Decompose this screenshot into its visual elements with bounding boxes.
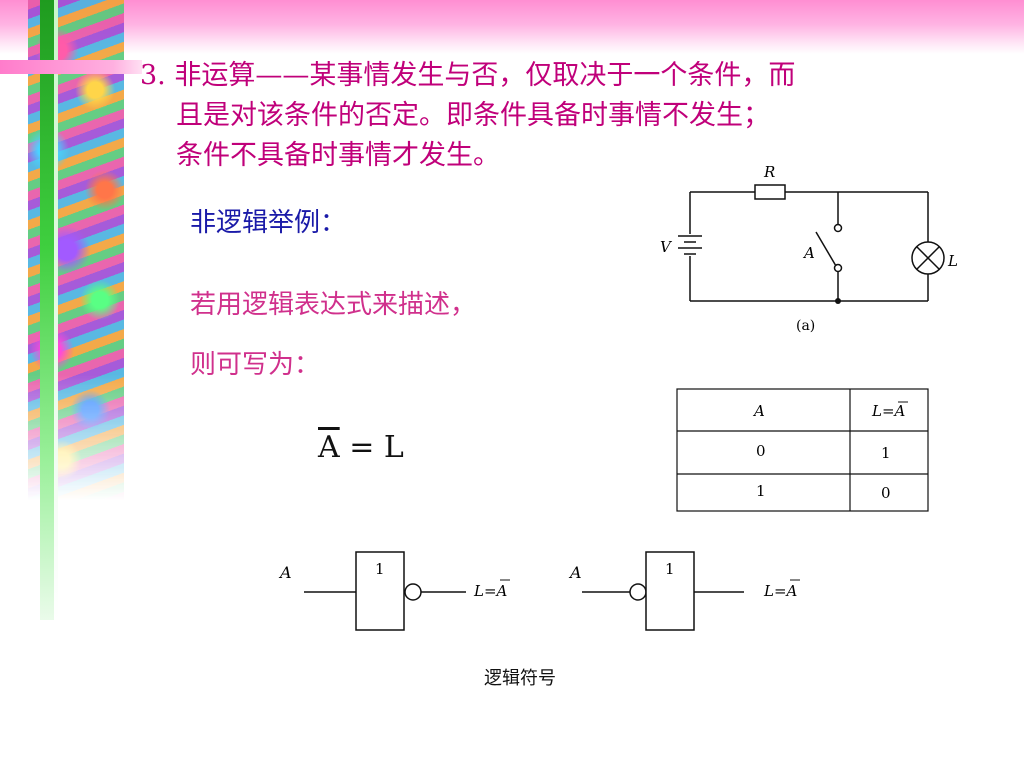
definition-line-3: 条件不具备时事情才发生。 (176, 140, 500, 171)
not-gate-output-bubble (304, 551, 466, 631)
battery (678, 235, 702, 255)
lamp-label: L (947, 252, 958, 270)
definition-line-2: 且是对该条件的否定。即条件具备时事情不发生； (176, 100, 770, 131)
gate1-input-label: A (278, 563, 292, 582)
table-header-a: A (752, 402, 765, 420)
gate2-input-label: A (568, 563, 582, 582)
gate1-box-label: 1 (375, 560, 385, 578)
logic-expression: A = L (318, 430, 404, 465)
description-line-2: 则可写为： (190, 350, 321, 380)
pink-horizontal-bar (0, 60, 142, 74)
table-cell: 0 (881, 484, 891, 502)
table-cell: 0 (756, 442, 766, 460)
gate1-output-label: L=A (473, 582, 508, 600)
section-number: 3. (140, 60, 166, 91)
not-gate-input-bubble (582, 551, 744, 631)
switch-label: A (802, 244, 815, 262)
green-vertical-highlight (54, 0, 58, 620)
formula-variable-l: L (383, 430, 404, 465)
figure-label: (a) (796, 318, 815, 334)
table-cell: 1 (881, 444, 891, 462)
definition-paragraph: 3. 非运算——某事情发生与否，仅取决于一个条件，而 且是对该条件的否定。即条件… (140, 56, 980, 176)
not-gate-symbols: A 1 L=A A 1 L=A (278, 551, 800, 631)
description-line-1: 若用逻辑表达式来描述， (190, 290, 477, 320)
table-header-l: L=A (871, 402, 906, 420)
table-cell: 1 (756, 482, 766, 500)
top-pink-band (0, 0, 1024, 54)
section-term: 非运算 (174, 60, 256, 91)
truth-table: A L=A 0 1 1 0 (676, 388, 929, 512)
gate2-output-label: L=A (763, 582, 798, 600)
resistor-label: R (763, 163, 775, 181)
gate2-box-label: 1 (665, 560, 675, 578)
source-label: V (660, 238, 673, 256)
resistor (754, 184, 786, 200)
definition-text-1: 某事情发生与否，仅取决于一个条件，而 (309, 60, 796, 91)
definition-line-1: 3. 非运算——某事情发生与否，仅取决于一个条件，而 (140, 56, 980, 96)
switch-blade (815, 231, 837, 267)
example-title: 非逻辑举例： (190, 208, 347, 238)
formula-equals: = (339, 430, 384, 465)
green-vertical-bar (40, 0, 54, 620)
circuit-diagram: R V A L (a) (660, 163, 958, 334)
figure-caption: 逻辑符号 (484, 668, 556, 689)
formula-variable-a: A (318, 430, 340, 465)
term-dash: —— (255, 60, 310, 91)
